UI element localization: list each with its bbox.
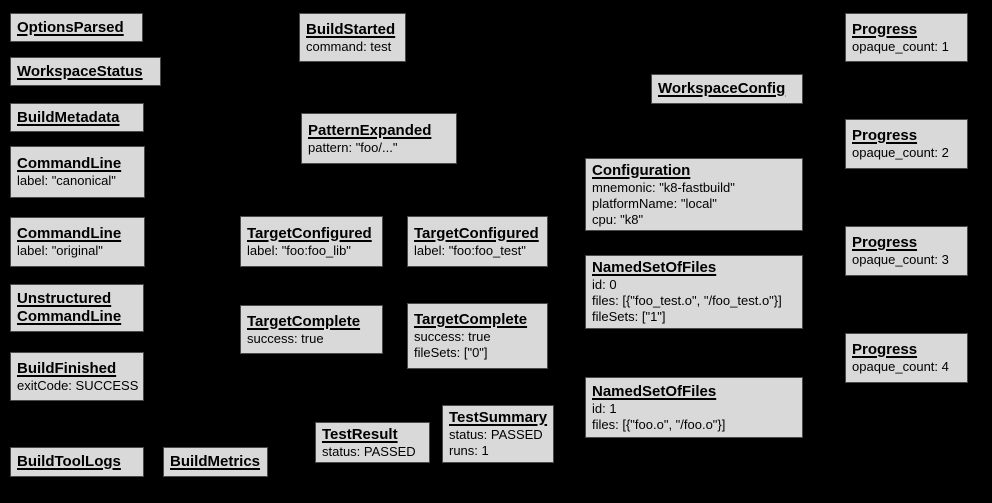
node-attribute: label: "foo:foo_test" bbox=[414, 242, 526, 258]
node-title: Progress bbox=[852, 20, 918, 38]
node-title: PatternExpanded bbox=[308, 121, 432, 139]
node-pattern-expanded: PatternExpanded pattern: "foo/..." bbox=[301, 113, 457, 164]
node-named-set-of-files-1: NamedSetOfFiles id: 1 files: [{"foo.o", … bbox=[585, 377, 803, 438]
node-title: TestResult bbox=[322, 425, 398, 443]
node-attribute: platformName: "local" bbox=[592, 195, 717, 211]
node-attribute: files: [{"foo.o", "/foo.o"}] bbox=[592, 416, 726, 432]
node-command-line-original: CommandLine label: "original" bbox=[10, 217, 145, 267]
node-progress-2: Progress opaque_count: 2 bbox=[845, 119, 968, 169]
node-attribute: cpu: "k8" bbox=[592, 211, 644, 227]
node-command-line-canonical: CommandLine label: "canonical" bbox=[10, 146, 145, 198]
node-attribute: command: test bbox=[306, 38, 392, 54]
node-test-summary: TestSummary status: PASSED runs: 1 bbox=[442, 405, 554, 463]
node-title: WorkspaceStatus bbox=[17, 62, 143, 80]
node-attribute: opaque_count: 4 bbox=[852, 359, 949, 374]
node-target-complete-foo-lib: TargetComplete success: true bbox=[240, 305, 383, 354]
node-title: TargetComplete bbox=[414, 311, 528, 328]
node-attribute: mnemonic: "k8-fastbuild" bbox=[592, 179, 735, 195]
node-title: NamedSetOfFiles bbox=[592, 259, 717, 276]
node-attribute: success: true bbox=[247, 330, 324, 346]
node-configuration: Configuration mnemonic: "k8-fastbuild" p… bbox=[585, 158, 803, 231]
node-attribute: status: PASSED bbox=[322, 443, 416, 459]
node-target-configured-foo-lib: TargetConfigured label: "foo:foo_lib" bbox=[240, 216, 383, 267]
node-attribute: success: true bbox=[414, 329, 491, 344]
node-build-started: BuildStarted command: test bbox=[299, 13, 406, 62]
node-title: Configuration bbox=[592, 161, 691, 179]
node-title: BuildStarted bbox=[306, 20, 396, 38]
node-test-result: TestResult status: PASSED bbox=[315, 422, 430, 463]
node-title: TestSummary bbox=[449, 409, 548, 426]
node-attribute: label: "foo:foo_lib" bbox=[247, 242, 351, 258]
node-build-tool-logs: BuildToolLogs bbox=[10, 447, 144, 477]
node-title: CommandLine bbox=[17, 225, 122, 242]
node-title: Unstructured CommandLine bbox=[17, 290, 122, 325]
node-title: BuildFinished bbox=[17, 359, 117, 377]
node-attribute: opaque_count: 2 bbox=[852, 145, 949, 160]
node-title: Progress bbox=[852, 341, 918, 358]
node-workspace-config: WorkspaceConfig bbox=[651, 74, 803, 104]
node-title: BuildToolLogs bbox=[17, 453, 121, 470]
node-workspace-status: WorkspaceStatus bbox=[10, 57, 161, 86]
node-attribute: opaque_count: 1 bbox=[852, 38, 949, 54]
node-progress-4: Progress opaque_count: 4 bbox=[845, 333, 968, 383]
node-title: Progress bbox=[852, 234, 918, 251]
node-attribute: pattern: "foo/..." bbox=[308, 139, 398, 155]
node-build-metrics: BuildMetrics bbox=[163, 447, 268, 477]
node-attribute: id: 0 bbox=[592, 277, 617, 292]
node-attribute: label: "canonical" bbox=[17, 173, 116, 188]
node-title: CommandLine bbox=[17, 155, 122, 172]
node-title: TargetConfigured bbox=[247, 224, 372, 242]
node-progress-3: Progress opaque_count: 3 bbox=[845, 226, 968, 276]
node-title: OptionsParsed bbox=[17, 18, 124, 36]
node-attribute: opaque_count: 3 bbox=[852, 252, 949, 267]
node-target-complete-foo-test: TargetComplete success: true fileSets: [… bbox=[407, 303, 548, 369]
node-attribute: runs: 1 bbox=[449, 443, 489, 458]
node-named-set-of-files-0: NamedSetOfFiles id: 0 files: [{"foo_test… bbox=[585, 255, 803, 329]
node-attribute: exitCode: SUCCESS bbox=[17, 377, 139, 393]
node-title: WorkspaceConfig bbox=[658, 80, 786, 97]
node-progress-1: Progress opaque_count: 1 bbox=[845, 13, 968, 62]
node-unstructured-command-line: Unstructured CommandLine bbox=[10, 284, 144, 332]
node-title: TargetComplete bbox=[247, 312, 361, 330]
node-options-parsed: OptionsParsed bbox=[10, 13, 143, 42]
node-attribute: fileSets: ["1"] bbox=[592, 309, 666, 324]
node-title: TargetConfigured bbox=[414, 224, 539, 242]
node-attribute: label: "original" bbox=[17, 243, 103, 258]
node-build-metadata: BuildMetadata bbox=[10, 103, 144, 132]
node-build-finished: BuildFinished exitCode: SUCCESS bbox=[10, 352, 144, 401]
node-attribute: fileSets: ["0"] bbox=[414, 345, 488, 360]
node-title: NamedSetOfFiles bbox=[592, 382, 717, 400]
node-attribute: id: 1 bbox=[592, 400, 617, 416]
node-title: Progress bbox=[852, 127, 918, 144]
node-title: BuildMetadata bbox=[17, 108, 120, 126]
node-title: BuildMetrics bbox=[170, 453, 261, 470]
node-attribute: status: PASSED bbox=[449, 427, 543, 442]
node-target-configured-foo-test: TargetConfigured label: "foo:foo_test" bbox=[407, 216, 548, 267]
node-attribute: files: [{"foo_test.o", "/foo_test.o"}] bbox=[592, 293, 782, 308]
